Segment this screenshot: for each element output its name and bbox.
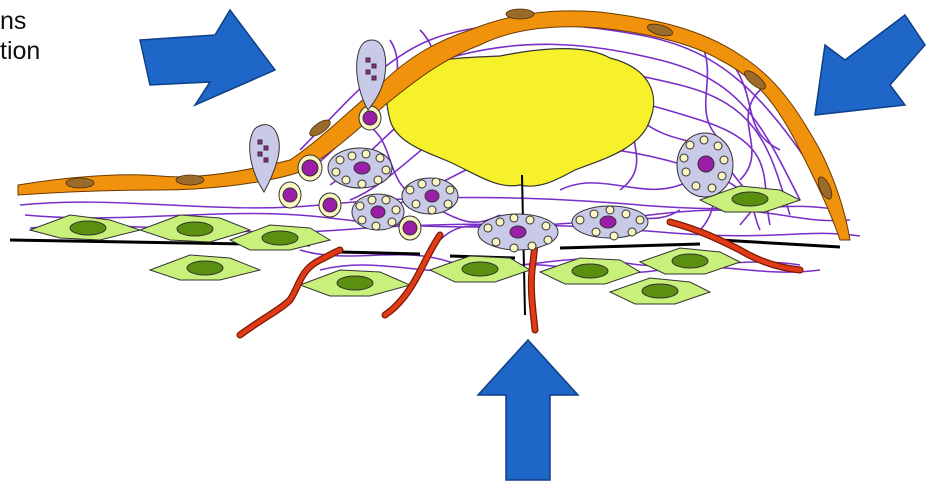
arrow-up-icon: [478, 340, 578, 480]
arrow-top-left-icon: [140, 10, 275, 105]
arrow-top-right-icon: [815, 15, 925, 115]
